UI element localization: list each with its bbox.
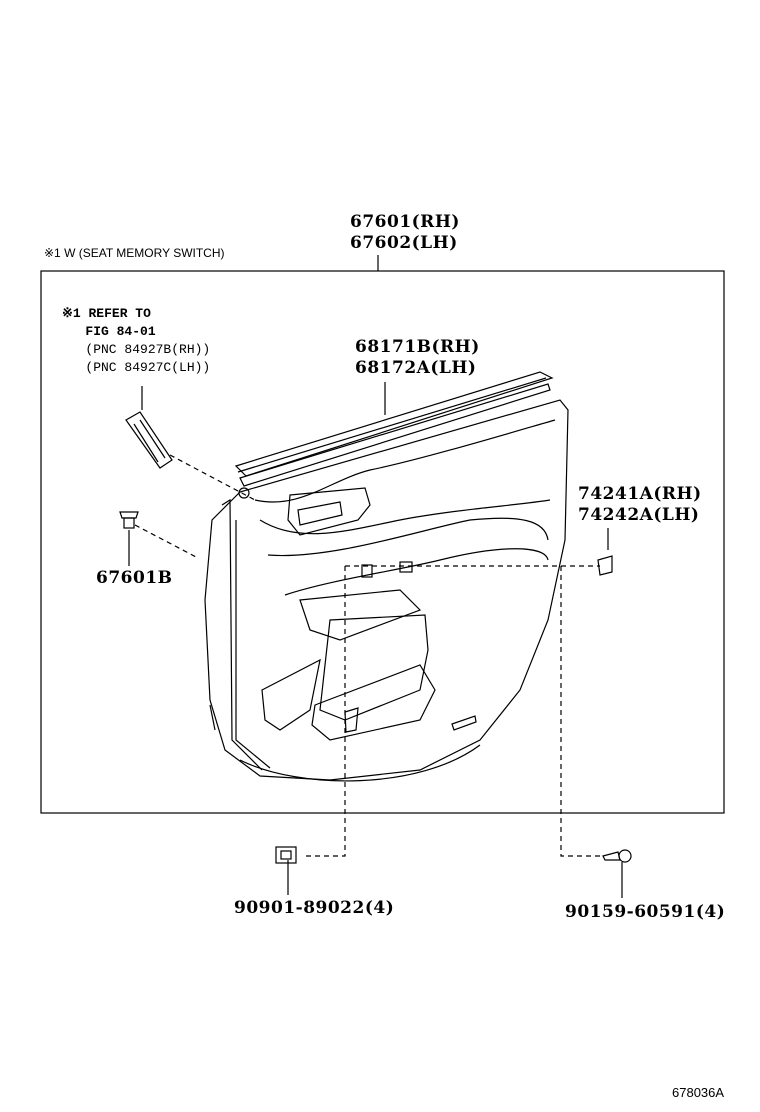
part-label-67601b[interactable]: 67601B [96,568,173,588]
part-label-67601-rh[interactable]: 67601(RH) [350,212,460,232]
part-label-74242a-lh[interactable]: 74242A(LH) [578,505,700,525]
cover-74241a-drawing [597,555,613,576]
part-label-68172a-lh[interactable]: 68172A(LH) [355,358,477,378]
screw-90159-drawing [602,849,632,863]
clip-90901-drawing [275,846,297,864]
note-line: (PNC 84927C(LH)) [62,360,211,375]
part-label-90159-60591[interactable]: 90159-60591(4) [565,902,726,922]
clip-67601b-drawing [119,511,139,529]
part-label-90901-89022[interactable]: 90901-89022(4) [234,898,395,918]
assembly-frame [40,270,725,814]
part-label-74241a-rh[interactable]: 74241A(RH) [578,484,702,504]
footnote: ※1 W (SEAT MEMORY SWITCH) [44,246,225,260]
dashed-leaders [134,454,603,857]
door-panel-drawing [204,399,569,782]
note-line: ※1 REFER TO [62,306,151,321]
weatherstrip-drawing [234,371,554,487]
note-line: (PNC 84927B(RH)) [62,342,211,357]
part-label-67602-lh[interactable]: 67602(LH) [350,233,458,253]
note-line: FIG 84-01 [62,324,156,339]
switch-drawing [125,411,173,469]
diagram-id: 678036A [672,1085,725,1100]
part-label-68171b-rh[interactable]: 68171B(RH) [355,337,480,357]
